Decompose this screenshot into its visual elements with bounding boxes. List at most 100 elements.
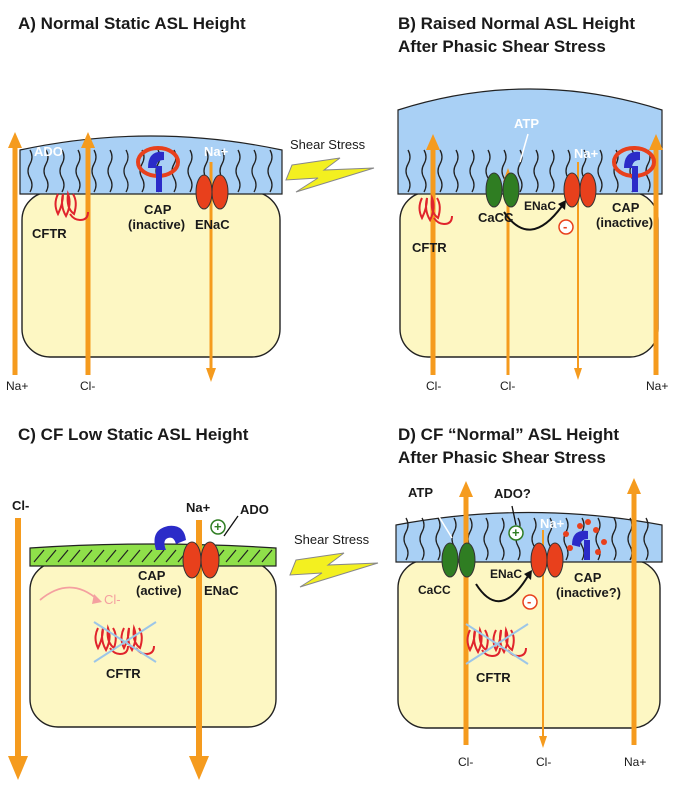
panel-d-cap-label: CAP (574, 570, 602, 585)
panel-c-plus-label: + (214, 519, 222, 534)
panel-c-cap-state: (active) (136, 583, 182, 598)
panel-b-cl-arrow-1-head (426, 134, 440, 150)
panel-d-title-2: After Phasic Shear Stress (398, 448, 606, 467)
panel-c-cftr-icon (93, 621, 157, 663)
panel-c-enac-label: ENaC (204, 583, 239, 598)
shear-stress-top-label: Shear Stress (290, 137, 366, 152)
panel-a-cftr-label: CFTR (32, 226, 67, 241)
panel-d-inhibit-arrow (475, 575, 529, 602)
panel-c-cap-icon (154, 525, 186, 550)
panel-a-cl-bottom: Cl- (80, 379, 95, 393)
panel-d-cl-bottom-1: Cl- (458, 755, 473, 769)
panel-c-ado-label: ADO (240, 502, 269, 517)
panel-a-enac-label: ENaC (195, 217, 230, 232)
panel-a-enac-arrow-head (206, 368, 216, 382)
panel-c-cl-top: Cl- (12, 498, 29, 513)
panel-b-cl-bottom-1: Cl- (426, 379, 441, 393)
shear-stress-bottom: Shear Stress (289, 532, 379, 588)
panel-d-minus-label: - (527, 594, 531, 609)
panel-d-atp-label: ATP (408, 485, 433, 500)
panel-c-enac-left (182, 541, 202, 579)
panel-d-ado-pointer (511, 505, 517, 526)
panel-b-enac-left (563, 172, 581, 208)
panel-c-cap-label: CAP (138, 568, 166, 583)
panel-c-enac-right (200, 541, 220, 579)
panel-b-atp-label: ATP (514, 116, 539, 131)
panel-d-cacc-label: CaCC (418, 583, 451, 597)
panel-a-ado-label: ADO (34, 144, 63, 159)
panel-b-na-bottom: Na+ (646, 379, 668, 393)
shear-stress-bottom-label: Shear Stress (294, 532, 370, 547)
panel-b-cftr-label: CFTR (412, 240, 447, 255)
panel-d-cacc-right (458, 542, 476, 578)
panel-c-na-arrow-head (189, 756, 209, 780)
lightning-icon-top (285, 157, 375, 193)
panel-a-cap-stalk (156, 166, 162, 192)
panel-d-na-bottom: Na+ (624, 755, 646, 769)
panel-c-na-top: Na+ (186, 500, 211, 515)
panel-c-ado-pointer (223, 515, 239, 537)
panel-a: A) Normal Static ASL Height (6, 14, 283, 393)
panel-b-asl-layer (397, 88, 663, 195)
panel-a-na-label: Na+ (204, 144, 229, 159)
panel-d-inhibit-arrow-head (524, 570, 532, 580)
panel-d: D) CF “Normal” ASL Height After Phasic S… (395, 425, 663, 769)
panel-c-inner-cl-arrow-head (92, 594, 102, 604)
panel-b-minus-icon (558, 219, 574, 235)
panel-b-minus-label: - (563, 219, 567, 234)
panel-d-cacc-left (441, 542, 459, 578)
panel-b-na-arrow-head (649, 134, 663, 150)
panel-d-cap-degraded-icon (563, 519, 607, 560)
panel-b-enac-arrow-head (574, 368, 582, 380)
panel-b-cap-label: CAP (612, 200, 640, 215)
panel-b-cl-bottom-2: Cl- (500, 379, 515, 393)
panel-d-enac-left (530, 542, 548, 578)
panel-b-cap-icon (624, 151, 640, 168)
lightning-icon-bottom (289, 552, 379, 588)
panel-b: B) Raised Normal ASL Height After Phasic… (397, 14, 668, 393)
panel-c-title: C) CF Low Static ASL Height (18, 425, 249, 444)
panel-d-na-arrow-head (627, 478, 641, 494)
panel-a-cap-label: CAP (144, 202, 172, 217)
panel-a-title: A) Normal Static ASL Height (18, 14, 246, 33)
panel-d-minus-icon (522, 594, 538, 610)
panel-b-inhibit-arrow-head (558, 200, 566, 210)
panel-a-enac-right (211, 174, 229, 210)
panel-a-cap-state: (inactive) (128, 217, 185, 232)
panel-a-na-bottom: Na+ (6, 379, 28, 393)
panel-b-title-2: After Phasic Shear Stress (398, 37, 606, 56)
panel-b-title-1: B) Raised Normal ASL Height (398, 14, 635, 33)
panel-a-cl-arrow-head (81, 132, 95, 148)
panel-c-cftr-label: CFTR (106, 666, 141, 681)
panel-d-plus-icon (508, 525, 524, 541)
panel-a-na-arrow-head (8, 132, 22, 148)
panel-d-na-label: Na+ (540, 516, 565, 531)
panel-b-inhibit-arrow (503, 205, 563, 231)
panel-d-plus-label: + (512, 525, 520, 540)
panel-d-title-1: D) CF “Normal” ASL Height (398, 425, 619, 444)
panel-d-ado-label: ADO? (494, 486, 531, 501)
panel-a-cap-icon (148, 151, 164, 168)
panel-a-enac-left (195, 174, 213, 210)
panel-d-cl-bottom-2: Cl- (536, 755, 551, 769)
panel-b-na-label: Na+ (574, 146, 599, 161)
panel-d-enac-label: ENaC (490, 567, 522, 581)
panel-c-cl-arrow-head (8, 756, 28, 780)
panel-d-cftr-icon (465, 623, 529, 665)
panel-d-cap-state: (inactive?) (556, 585, 621, 600)
panel-b-cap-stalk (632, 166, 638, 192)
panel-d-cl-arrow-1-head (459, 481, 473, 497)
panel-c: C) CF Low Static ASL Height + Cl- N (8, 425, 277, 780)
panel-b-cacc-left (485, 172, 503, 208)
panel-d-enac-arrow-head (539, 736, 547, 748)
panel-b-enac-label: ENaC (524, 199, 556, 213)
panel-b-enac-right (579, 172, 597, 208)
panel-c-inner-cl-arrow (39, 586, 99, 601)
panel-b-cacc-right (502, 172, 520, 208)
panel-c-plus-icon (210, 519, 226, 535)
panel-c-asl-layer (29, 543, 277, 567)
panel-c-inner-cl-label: Cl- (104, 592, 121, 607)
panel-b-cacc-label: CaCC (478, 210, 514, 225)
panel-b-cap-state: (inactive) (596, 215, 653, 230)
panel-d-atp-pointer (429, 501, 453, 539)
